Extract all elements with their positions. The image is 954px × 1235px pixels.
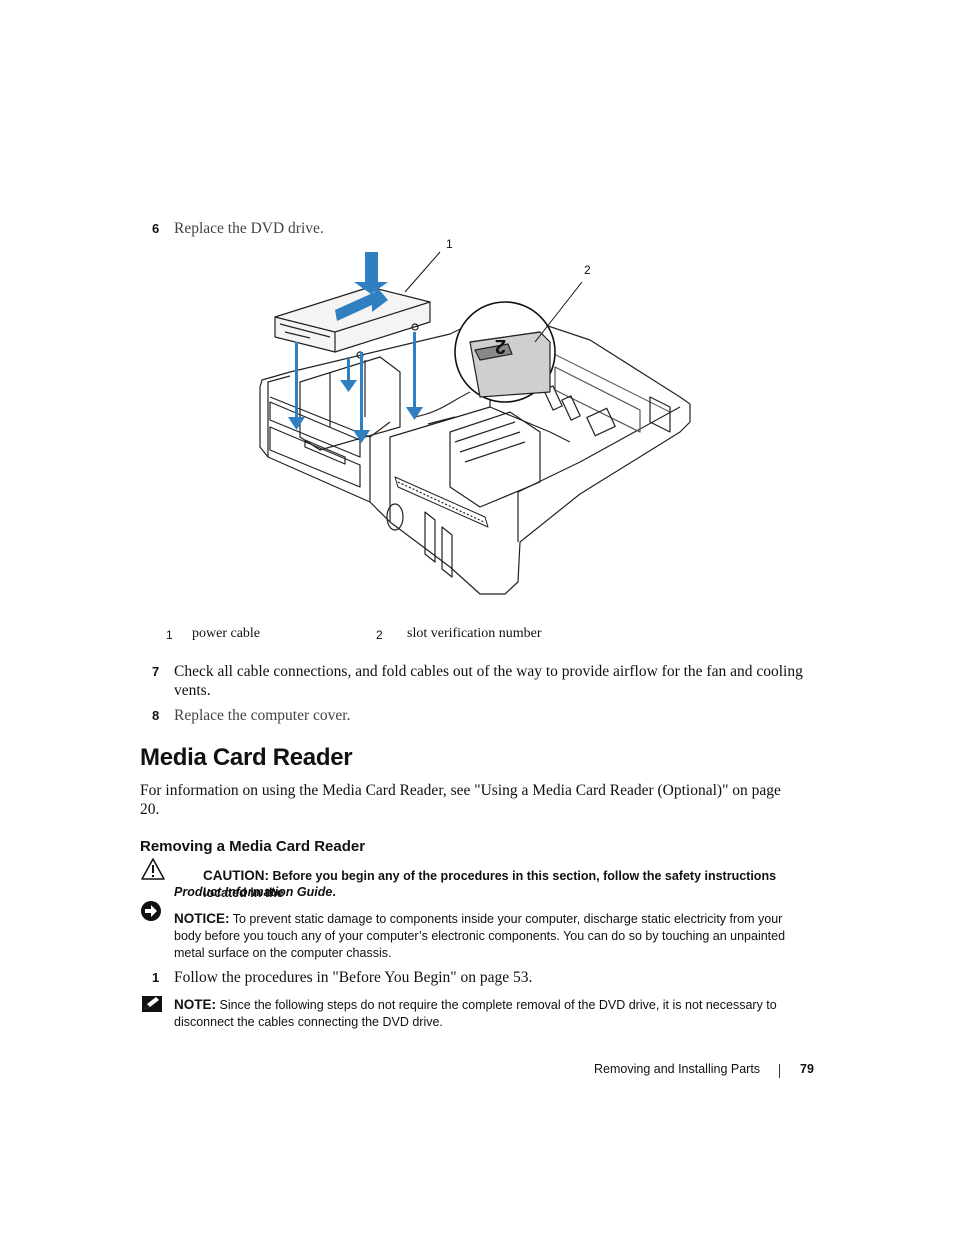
- notice-icon: [140, 900, 162, 922]
- notice-text: To prevent static damage to components i…: [174, 912, 786, 960]
- footer-section-name: Removing and Installing Parts: [594, 1062, 761, 1076]
- dvd-drive-figure: 2 1 2: [250, 232, 710, 604]
- footer-page-number: 79: [800, 1062, 814, 1076]
- callout-2: 2: [584, 263, 591, 277]
- legend-label-power-cable: power cable: [192, 626, 261, 641]
- notice-label: NOTICE:: [174, 911, 230, 926]
- note-text: Since the following steps do not require…: [174, 998, 777, 1029]
- footer-separator: [779, 1064, 780, 1078]
- callout-1: 1: [446, 237, 453, 251]
- subsection-title: Removing a Media Card Reader: [140, 838, 366, 855]
- caution-guide-line: Product Information Guide.: [174, 884, 336, 901]
- step-8-text: Replace the computer cover.: [174, 707, 351, 724]
- step-6-number: 6: [152, 221, 160, 236]
- computer-chassis-illustration: 2: [259, 251, 691, 595]
- note-block: NOTE: Since the following steps do not r…: [174, 996, 799, 1031]
- step-1-number: 1: [152, 970, 160, 985]
- caution-line: CAUTION: Before you begin any of the pro…: [203, 867, 823, 902]
- step-1-text: Follow the procedures in "Before You Beg…: [174, 969, 533, 986]
- note-label: NOTE:: [174, 997, 216, 1012]
- legend-label-slot-number: slot verification number: [407, 626, 542, 641]
- step-6-text: Replace the DVD drive.: [174, 220, 324, 237]
- caution-text: Before you begin any of the procedures i…: [203, 869, 777, 900]
- caution-guide-title: Product Information Guide: [174, 885, 333, 899]
- note-pencil-icon: [141, 994, 163, 1014]
- step-8-number: 8: [152, 708, 160, 723]
- legend-num-2: 2: [376, 628, 383, 642]
- legend-num-1: 1: [166, 628, 173, 642]
- step-7-number: 7: [152, 664, 160, 679]
- step-7-text: Check all cable connections, and fold ca…: [174, 663, 803, 699]
- insertion-arrow: [288, 252, 423, 443]
- slot-verification-label: 2: [495, 335, 506, 357]
- notice-block: NOTICE: To prevent static damage to comp…: [174, 910, 799, 962]
- caution-period: .: [332, 885, 336, 899]
- caution-icon: [140, 857, 166, 881]
- section-title: Media Card Reader: [140, 744, 353, 771]
- section-intro: For information on using the Media Card …: [140, 782, 781, 818]
- caution-label: CAUTION:: [203, 868, 269, 883]
